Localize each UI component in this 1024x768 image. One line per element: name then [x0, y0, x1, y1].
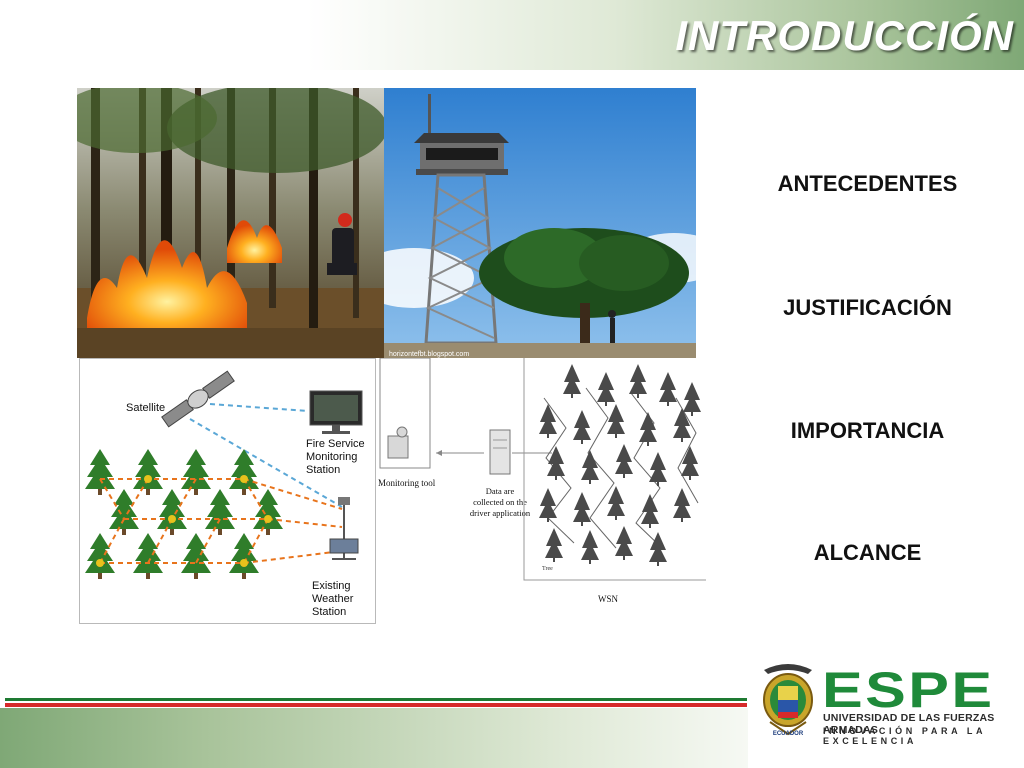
monitoring-user-icon: [387, 426, 409, 459]
fire-station-label-2: Monitoring: [306, 451, 357, 463]
forest-fire-photo: [77, 88, 384, 358]
server-icon: [489, 429, 511, 475]
wsn-label: WSN: [598, 594, 619, 604]
satellite-monitoring-diagram: Satellite Fire Service Monitoring Statio…: [79, 358, 376, 624]
satellite-label: Satellite: [126, 402, 165, 414]
photo-watermark: horizontefbt.blogspot.com: [389, 351, 469, 358]
weather-station-label-1: Existing: [312, 580, 351, 592]
wsn-diagram: Monitoring tool Data are collected on th…: [376, 358, 706, 613]
logo-university-name: UNIVERSIDAD DE LAS FUERZAS ARMADAS: [823, 712, 995, 736]
footer-stripe-green: [5, 698, 747, 701]
data-label-1: Data are: [486, 486, 515, 496]
weather-station-label-2: Weather: [312, 593, 354, 605]
tree-label: Tree: [542, 566, 553, 572]
topic-justificacion: JUSTIFICACIÓN: [783, 295, 952, 320]
header-band: [0, 0, 1024, 70]
data-label-3: driver application: [470, 508, 531, 518]
slide-title: INTRODUCCIÓN: [675, 12, 1014, 59]
data-label-2: collected on the: [473, 497, 527, 507]
footer-stripe-red: [5, 703, 747, 707]
espe-wordmark: ESPE: [822, 662, 995, 718]
watchtower-photo: horizontefbt.blogspot.com: [384, 88, 696, 358]
monitor-icon: [309, 390, 363, 434]
weather-station-icon: [329, 497, 359, 560]
espe-logo: [748, 660, 1024, 768]
logo-country: ECUADOR: [772, 731, 804, 737]
weather-station-label-3: Station: [312, 606, 346, 618]
satellite-icon: [161, 370, 235, 428]
topic-alcance: ALCANCE: [813, 540, 922, 565]
topic-antecedentes: ANTECEDENTES: [777, 171, 958, 196]
logo-motto: INNOVACIÓN PARA LA EXCELENCIA: [823, 726, 986, 746]
fire-station-label-1: Fire Service: [306, 438, 365, 450]
fire-station-label-3: Station: [306, 464, 340, 476]
topic-importancia: IMPORTANCIA: [790, 418, 945, 443]
monitoring-label: Monitoring tool: [378, 478, 436, 488]
university-crest-icon: [763, 664, 813, 736]
